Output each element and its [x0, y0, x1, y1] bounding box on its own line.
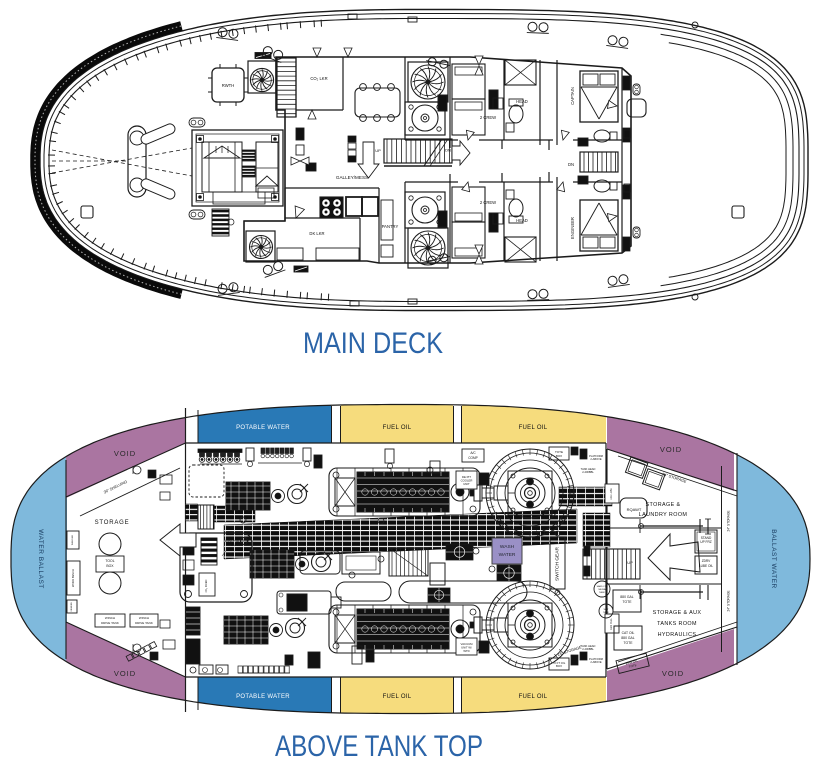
svg-text:24" STORAGE: 24" STORAGE — [727, 590, 731, 611]
svg-text:COOLER: COOLER — [461, 479, 473, 483]
svg-text:BOX: BOX — [556, 454, 562, 458]
svg-text:C0₂ FIXED: C0₂ FIXED — [204, 580, 208, 593]
svg-text:WELDING: WELDING — [72, 535, 74, 546]
svg-text:FUEL OIL: FUEL OIL — [383, 694, 412, 700]
svg-text:DK LKR: DK LKR — [309, 231, 324, 236]
svg-text:STORAGE: STORAGE — [95, 520, 130, 526]
svg-text:880 GAL: 880 GAL — [620, 595, 633, 599]
svg-text:ENGINEER: ENGINEER — [570, 217, 575, 239]
svg-text:A/C: A/C — [470, 451, 476, 455]
svg-text:LADDER: LADDER — [231, 543, 245, 547]
svg-text:VOID: VOID — [660, 445, 682, 454]
svg-text:BALLAST WATER: BALLAST WATER — [770, 529, 777, 588]
svg-text:WINCH ACCESS: WINCH ACCESS — [225, 539, 250, 543]
svg-text:2-400BBL: 2-400BBL — [582, 470, 594, 474]
svg-text:TANKS ROOM: TANKS ROOM — [657, 621, 697, 627]
svg-text:GRINDER: GRINDER — [71, 602, 73, 612]
svg-text:TOTE: TOTE — [628, 663, 637, 669]
svg-text:2-ABOVE: 2-ABOVE — [590, 457, 602, 461]
svg-text:WASH: WASH — [500, 544, 515, 550]
svg-text:ZDRV: ZDRV — [702, 559, 711, 563]
svg-text:UNIT: UNIT — [463, 482, 470, 486]
svg-text:24" STORAGE: 24" STORAGE — [557, 645, 583, 657]
svg-text:MEDIA: MEDIA — [599, 588, 606, 591]
svg-text:MAIN DECK: MAIN DECK — [303, 327, 443, 360]
svg-text:STORAGE &: STORAGE & — [646, 502, 681, 508]
svg-text:FUEL OIL: FUEL OIL — [383, 425, 412, 431]
svg-text:2 CREW: 2 CREW — [480, 115, 496, 120]
svg-text:DRIVE TANK: DRIVE TANK — [101, 621, 119, 625]
svg-text:WET: WET — [604, 609, 610, 611]
svg-text:VOID: VOID — [662, 669, 684, 678]
svg-text:CO₂ LKR: CO₂ LKR — [310, 76, 327, 81]
svg-text:WATER BALLAST: WATER BALLAST — [37, 529, 44, 589]
svg-text:TOTE: TOTE — [624, 641, 634, 645]
svg-text:2-400BBL: 2-400BBL — [582, 647, 594, 651]
svg-text:LUBE OIL: LUBE OIL — [699, 564, 714, 568]
svg-text:VOID: VOID — [114, 449, 136, 458]
svg-text:RQAWT: RQAWT — [627, 507, 642, 512]
svg-text:STORAGE & AUX: STORAGE & AUX — [653, 610, 702, 616]
svg-text:FUEL OIL: FUEL OIL — [519, 694, 548, 700]
svg-text:HYDRAULICS: HYDRAULICS — [658, 632, 697, 638]
svg-text:POTABLE WATER: POTABLE WATER — [236, 694, 290, 700]
svg-text:24" STORAGE: 24" STORAGE — [662, 472, 688, 484]
svg-text:CAT OIL: CAT OIL — [622, 631, 635, 635]
svg-text:ABOVE TANK TOP: ABOVE TANK TOP — [275, 730, 483, 763]
svg-text:DN: DN — [445, 148, 451, 153]
svg-text:70 FT OIL: 70 FT OIL — [553, 661, 566, 665]
svg-text:880 GAL: 880 GAL — [621, 636, 634, 640]
svg-text:STAND: STAND — [701, 536, 712, 540]
svg-text:GEN FUEL: GEN FUEL — [610, 617, 613, 630]
svg-text:PLATFORM: PLATFORM — [589, 657, 603, 661]
svg-text:FUEL OIL: FUEL OIL — [519, 425, 548, 431]
svg-text:DN: DN — [568, 162, 574, 167]
svg-text:LDE LUBE: LDE LUBE — [610, 488, 613, 500]
svg-text:TOOL: TOOL — [105, 559, 114, 563]
svg-text:DRIVE TANK: DRIVE TANK — [135, 621, 153, 625]
svg-text:POTABLE WATER: POTABLE WATER — [236, 425, 290, 431]
svg-text:WINCH: WINCH — [139, 616, 149, 620]
svg-text:TANK HEAD: TANK HEAD — [581, 644, 596, 648]
svg-text:TOTE: TOTE — [555, 450, 563, 454]
svg-text:TANK: TANK — [599, 591, 605, 594]
svg-text:VACUUM: VACUUM — [461, 642, 474, 646]
svg-text:UP FRZ: UP FRZ — [700, 540, 712, 544]
svg-text:RWTH: RWTH — [222, 83, 234, 88]
svg-text:24" STORAGE: 24" STORAGE — [727, 510, 731, 531]
svg-text:WORK BENCH: WORK BENCH — [71, 569, 75, 587]
svg-text:UP: UP — [375, 148, 381, 153]
svg-text:CAPTAIN: CAPTAIN — [570, 87, 575, 105]
svg-text:WINCH: WINCH — [105, 616, 115, 620]
svg-text:TANK: TANK — [603, 611, 609, 614]
svg-text:2 CREW: 2 CREW — [480, 200, 496, 205]
svg-text:TOTE: TOTE — [623, 600, 633, 604]
svg-text:HEAD: HEAD — [516, 99, 528, 104]
svg-text:BOX: BOX — [106, 564, 114, 568]
svg-text:WTD: WTD — [463, 649, 469, 653]
svg-text:PLATFORM: PLATFORM — [589, 454, 603, 458]
svg-text:HEAD: HEAD — [516, 218, 528, 223]
svg-text:WATER: WATER — [499, 552, 516, 558]
svg-text:UP: UP — [627, 560, 633, 565]
svg-text:VOID: VOID — [114, 669, 136, 678]
svg-text:20W OIL: 20W OIL — [625, 659, 638, 666]
svg-text:SAND LTR: SAND LTR — [597, 585, 608, 588]
svg-text:PANTRY: PANTRY — [382, 224, 399, 229]
svg-text:TANK HEAD: TANK HEAD — [581, 467, 596, 471]
svg-text:BOX: BOX — [556, 664, 562, 668]
svg-text:COMP: COMP — [468, 456, 478, 460]
svg-text:LAUNDRY ROOM: LAUNDRY ROOM — [639, 512, 688, 518]
svg-text:2-ABOVE: 2-ABOVE — [590, 660, 602, 664]
svg-text:SWITCH GEAR: SWITCH GEAR — [555, 547, 561, 581]
svg-text:UNIT W/: UNIT W/ — [461, 646, 472, 650]
svg-text:GALLEY/MESS: GALLEY/MESS — [336, 175, 368, 180]
svg-text:DE PIT: DE PIT — [462, 475, 471, 479]
